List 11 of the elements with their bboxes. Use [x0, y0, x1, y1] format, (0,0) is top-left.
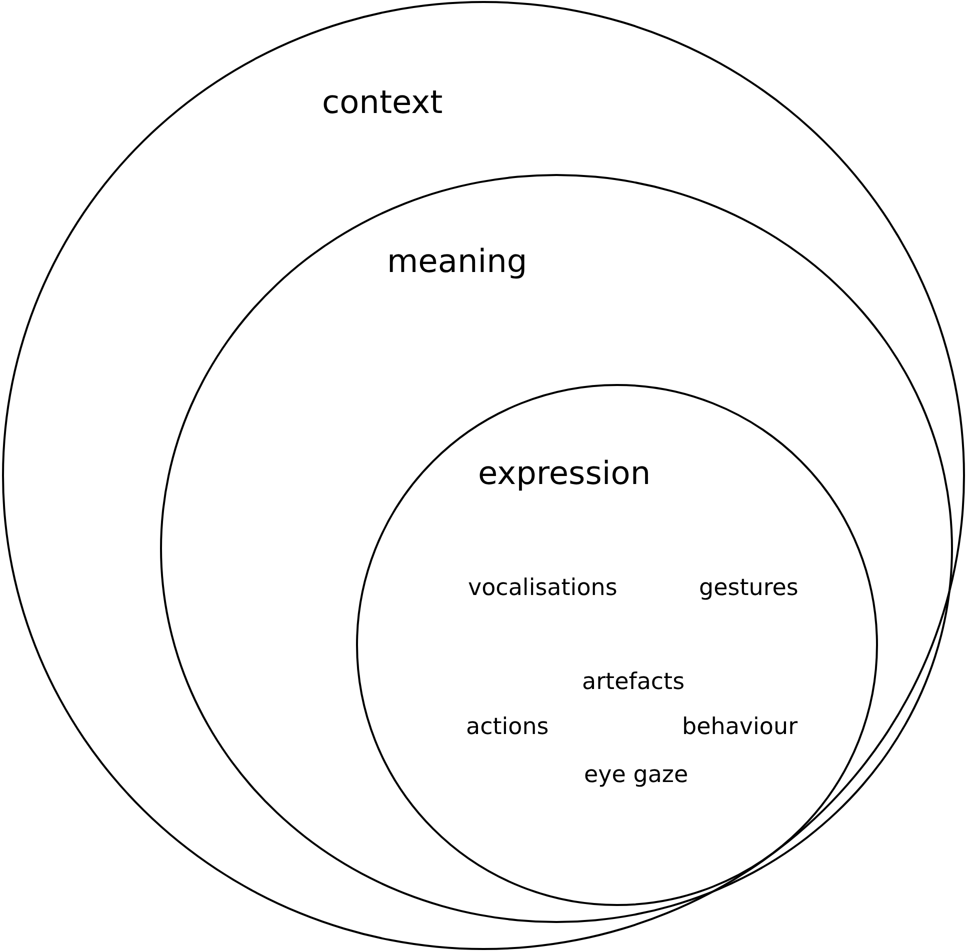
term-label: vocalisations [468, 576, 618, 602]
term-label: gestures [699, 576, 798, 602]
middle-circle [160, 174, 953, 923]
term-label: eye gaze [584, 763, 688, 788]
circle-title: meaning [387, 244, 528, 280]
term-label: behaviour [682, 715, 798, 740]
circle-title: context [322, 85, 443, 120]
term-label: artefacts [582, 670, 685, 696]
circle-title: expression [478, 456, 651, 492]
inner-circle [356, 384, 878, 906]
term-label: actions [466, 715, 549, 740]
